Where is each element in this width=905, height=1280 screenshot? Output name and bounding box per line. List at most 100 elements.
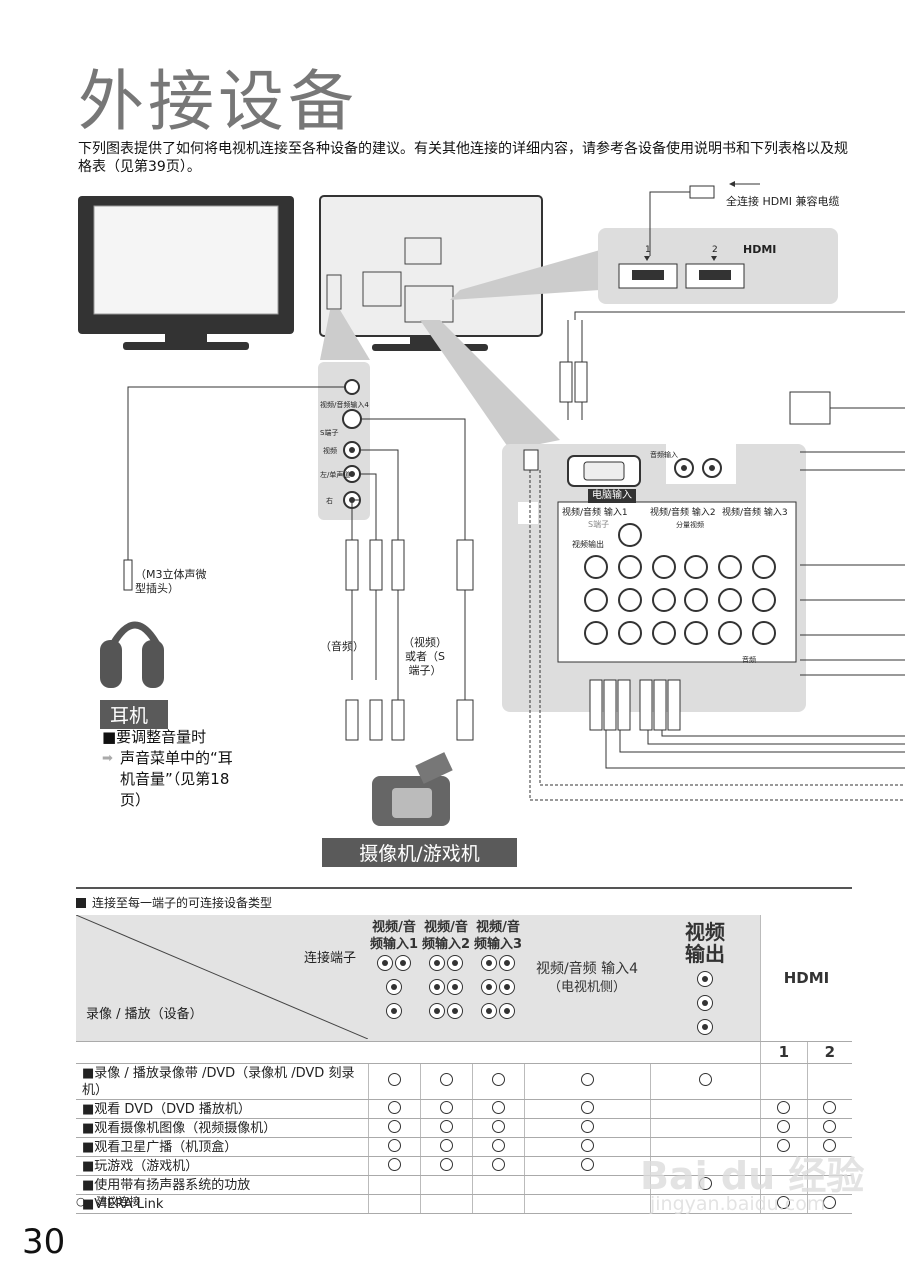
audio-input-label: 音频输入 bbox=[650, 451, 678, 459]
row-mark-cell bbox=[649, 1099, 761, 1119]
av-in1-label: 视频/音频 输入1 bbox=[562, 508, 628, 518]
row-mark-cell bbox=[806, 1137, 852, 1157]
row-device-name: ■VIERA Link bbox=[76, 1194, 368, 1214]
row-mark-cell bbox=[367, 1099, 420, 1119]
table-row: ■录像 / 播放录像带 /DVD（录像机 /DVD 刻录机） bbox=[76, 1063, 852, 1100]
row-mark-cell bbox=[419, 1063, 472, 1100]
table-row: ■观看 DVD（DVD 播放机） bbox=[76, 1099, 852, 1119]
row-mark-cell bbox=[523, 1063, 650, 1100]
plug-label: （M3立体声微型插头） bbox=[135, 568, 207, 595]
row-mark-cell bbox=[760, 1156, 808, 1176]
recommended-mark-icon bbox=[698, 1176, 712, 1190]
recommended-mark-icon bbox=[580, 1073, 594, 1086]
table-corner: 连接端子 录像 / 播放（设备） bbox=[76, 915, 368, 1042]
recommended-mark-icon bbox=[580, 1100, 594, 1114]
row-mark-cell bbox=[760, 1118, 808, 1138]
recommended-mark-icon bbox=[698, 1073, 712, 1086]
hdmi-col-1: 1 bbox=[760, 1041, 808, 1064]
headphone-title: 耳机 bbox=[100, 700, 168, 729]
row-mark-cell bbox=[523, 1175, 650, 1195]
row-mark-cell bbox=[806, 1118, 852, 1138]
video-cable-label: （视频）或者（S端子） bbox=[403, 636, 447, 677]
camera-illustration bbox=[372, 752, 453, 826]
recommended-mark-icon bbox=[823, 1100, 837, 1114]
volume-note: ■要调整音量时 声音菜单中的“耳机音量”（见第18页） bbox=[102, 727, 242, 811]
recommended-mark-icon bbox=[387, 1157, 401, 1171]
headphones-illustration bbox=[100, 621, 164, 688]
side-video-label: 视频 bbox=[323, 447, 337, 455]
page-title: 外接设备 bbox=[78, 63, 358, 140]
pc-input-label: 电脑输入 bbox=[588, 489, 636, 503]
row-mark-cell bbox=[419, 1099, 472, 1119]
row-mark-cell bbox=[760, 1175, 808, 1195]
row-mark-cell bbox=[806, 1194, 852, 1214]
recommended-mark-icon bbox=[823, 1138, 837, 1152]
row-mark-cell bbox=[649, 1156, 761, 1176]
row-mark-cell bbox=[649, 1118, 761, 1138]
row-mark-cell bbox=[471, 1194, 524, 1214]
side-audio-r-label: 右 bbox=[326, 497, 333, 505]
recommended-mark-icon bbox=[823, 1119, 837, 1133]
recommended-mark-icon bbox=[491, 1100, 505, 1114]
audio-label: 音频 bbox=[742, 656, 756, 664]
row-mark-cell bbox=[471, 1156, 524, 1176]
row-mark-cell bbox=[471, 1118, 524, 1138]
recommended-mark-icon bbox=[580, 1119, 594, 1133]
recommended-mark-icon bbox=[491, 1073, 505, 1086]
recommended-mark-icon bbox=[387, 1073, 401, 1086]
row-mark-cell bbox=[760, 1194, 808, 1214]
row-mark-cell bbox=[760, 1099, 808, 1119]
recommended-mark-icon bbox=[580, 1157, 594, 1171]
hdmi-panel bbox=[598, 228, 838, 304]
av-in2-label: 视频/音频 输入2 bbox=[650, 508, 716, 518]
terminal-table: 连接端子 录像 / 播放（设备） 视频/音频输入1 视频/音频输入2 视频/音频… bbox=[76, 915, 852, 1214]
recommended-mark-icon bbox=[387, 1119, 401, 1133]
rear-terminal-panel bbox=[502, 444, 806, 712]
watermark-url: jingyan.baidu.com bbox=[650, 1193, 826, 1215]
hdmi-port-2-label: 2 bbox=[712, 245, 718, 255]
row-mark-cell bbox=[471, 1175, 524, 1195]
row-mark-cell bbox=[367, 1063, 420, 1100]
row-mark-cell bbox=[367, 1175, 420, 1195]
col-av3: 视频/音频输入3 bbox=[472, 915, 524, 1042]
hdmi-logo: HDMI bbox=[743, 243, 777, 256]
table-section-title: 连接至每一端子的可连接设备类型 bbox=[76, 887, 852, 915]
row-mark-cell bbox=[649, 1137, 761, 1157]
row-device-name: ■使用带有扬声器系统的功放 bbox=[76, 1175, 368, 1195]
row-mark-cell bbox=[367, 1118, 420, 1138]
table-row: ■观看摄像机图像（视频摄像机） bbox=[76, 1118, 852, 1138]
watermark: Bai du 经验 bbox=[640, 1154, 865, 1198]
side-s-label: S端子 bbox=[320, 429, 339, 437]
row-device-name: ■观看 DVD（DVD 播放机） bbox=[76, 1099, 368, 1119]
av-in3-label: 视频/音频 输入3 bbox=[722, 508, 788, 518]
row-mark-cell bbox=[419, 1156, 472, 1176]
video-out-label: 视频输出 bbox=[572, 540, 604, 549]
row-mark-cell bbox=[806, 1099, 852, 1119]
row-mark-cell bbox=[523, 1118, 650, 1138]
table-row: ■VIERA Link bbox=[76, 1194, 852, 1214]
note-sub: 声音菜单中的“耳机音量”（见第18页） bbox=[102, 748, 242, 811]
row-mark-cell bbox=[367, 1156, 420, 1176]
side-av4-label: 视频/音频输入4 bbox=[320, 401, 369, 409]
row-device-name: ■观看卫星广播（机顶盒） bbox=[76, 1137, 368, 1157]
row-mark-cell bbox=[760, 1063, 808, 1100]
legend: ○ : 建议连接 bbox=[76, 1195, 141, 1208]
recommended-mark-icon bbox=[439, 1157, 453, 1171]
note-head: ■要调整音量时 bbox=[102, 728, 207, 746]
row-mark-cell bbox=[760, 1137, 808, 1157]
recommended-mark-icon bbox=[580, 1138, 594, 1152]
camera-cables bbox=[351, 418, 466, 700]
row-mark-cell bbox=[806, 1175, 852, 1195]
recommended-mark-icon bbox=[777, 1195, 791, 1209]
col-video-out: 视频输出 bbox=[650, 915, 761, 1042]
recommended-mark-icon bbox=[387, 1138, 401, 1152]
recommended-mark-icon bbox=[777, 1119, 791, 1133]
col-av4: 视频/音频 输入4（电视机侧） bbox=[524, 915, 650, 1042]
audio-cable-label: （音频） bbox=[320, 640, 364, 653]
recommended-mark-icon bbox=[439, 1138, 453, 1152]
row-mark-cell bbox=[523, 1137, 650, 1157]
recommended-mark-icon bbox=[439, 1100, 453, 1114]
row-mark-cell bbox=[649, 1194, 761, 1214]
col-hdmi: HDMI bbox=[760, 915, 852, 1042]
row-mark-cell bbox=[523, 1194, 650, 1214]
